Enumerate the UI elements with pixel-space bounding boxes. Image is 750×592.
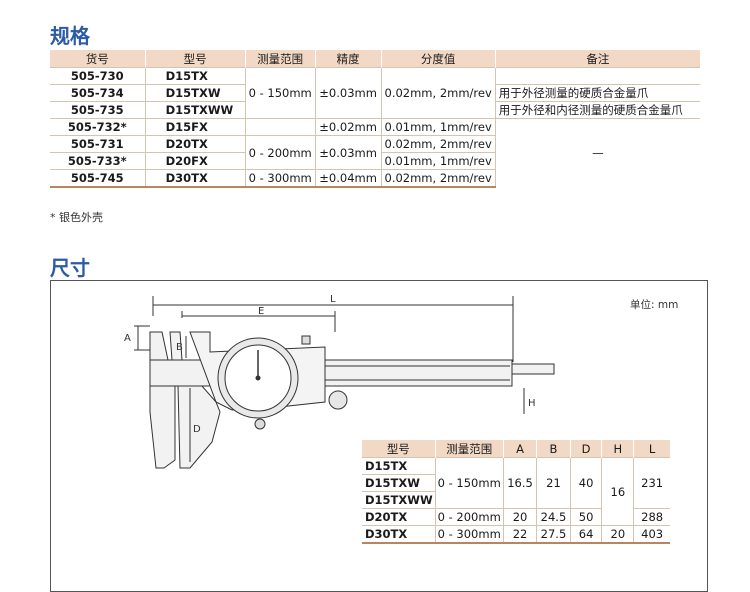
dim-range: 0 - 150mm bbox=[434, 457, 504, 509]
spec-header-row: 货号 型号 测量范围 精度 分度值 备注 bbox=[50, 50, 700, 68]
spec-accuracy: ±0.04mm bbox=[314, 169, 381, 188]
table-row: D20TX 0 - 200mm 20 24.5 50 288 bbox=[362, 508, 670, 526]
spec-range bbox=[244, 118, 316, 136]
table-row: D30TX 0 - 300mm 22 27.5 64 20 403 bbox=[362, 525, 670, 544]
table-row: D15TX 0 - 150mm 16.5 21 40 16 231 bbox=[362, 457, 670, 526]
dimension-section-title: 尺寸 bbox=[50, 256, 90, 280]
spec-header-accuracy: 精度 bbox=[314, 50, 381, 68]
dim-header-b: B bbox=[536, 440, 571, 458]
table-row: D15TXW bbox=[362, 474, 670, 492]
spec-accuracy: ±0.03mm bbox=[314, 135, 381, 170]
dim-label-h: H bbox=[528, 398, 536, 409]
table-row: 505-732* D15FX ±0.02mm 0.01mm, 1mm/rev — bbox=[50, 118, 700, 187]
spec-accuracy: ±0.02mm bbox=[314, 118, 381, 136]
spec-model: D30TX bbox=[144, 169, 246, 188]
spec-range: 0 - 150mm bbox=[244, 67, 316, 119]
spec-model: D20TX bbox=[144, 135, 246, 153]
dim-a: 16.5 bbox=[502, 457, 537, 509]
footnote: * 银色外壳 bbox=[50, 211, 103, 224]
dim-l: 288 bbox=[633, 508, 670, 526]
spec-graduation: 0.01mm, 1mm/rev bbox=[380, 152, 496, 170]
dim-model: D15TX bbox=[362, 457, 436, 475]
dim-label-e: E bbox=[258, 306, 264, 317]
unit-label: 单位: mm bbox=[630, 299, 679, 311]
dim-model: D30TX bbox=[362, 525, 436, 544]
dim-label-d: D bbox=[193, 424, 201, 435]
spec-model: D15FX bbox=[144, 118, 246, 136]
dim-b: 21 bbox=[536, 457, 571, 509]
dim-header-range: 测量范围 bbox=[434, 440, 504, 458]
dim-header-model: 型号 bbox=[362, 440, 436, 458]
caliper-drawing: L E A B D H bbox=[124, 294, 555, 469]
table-row: 505-731 D20TX 0 - 200mm ±0.03mm 0.02mm, … bbox=[50, 135, 700, 170]
spec-note-dash: — bbox=[494, 118, 700, 187]
spec-graduation: 0.01mm, 1mm/rev bbox=[380, 118, 496, 136]
spec-model: D15TX bbox=[144, 67, 246, 85]
spec-code: 505-734 bbox=[50, 84, 146, 102]
dim-h: 20 bbox=[601, 525, 634, 544]
dimension-table: 型号 测量范围 A B D H L D15TX 0 - 150mm 16.5 2… bbox=[362, 440, 670, 544]
dim-label-l: L bbox=[330, 294, 336, 305]
dim-d: 64 bbox=[569, 525, 602, 544]
dim-model: D20TX bbox=[362, 508, 436, 526]
spec-code: 505-745 bbox=[50, 169, 146, 188]
spec-header-model: 型号 bbox=[144, 50, 246, 68]
spec-model: D15TXWW bbox=[144, 101, 246, 119]
dim-l: 403 bbox=[633, 525, 670, 544]
table-row: 505-745 D30TX 0 - 300mm ±0.04mm 0.02mm, … bbox=[50, 169, 700, 188]
dim-label-b: B bbox=[176, 342, 183, 353]
dim-h: 16 bbox=[601, 457, 634, 526]
table-row: 505-735 D15TXWW 用于外径和内径测量的硬质合金量爪 bbox=[50, 101, 700, 119]
dim-header-h: H bbox=[601, 440, 634, 458]
dim-label-a: A bbox=[124, 333, 131, 344]
table-row: 505-734 D15TXW 用于外径测量的硬质合金量爪 bbox=[50, 84, 700, 102]
dim-a: 20 bbox=[502, 508, 537, 526]
spec-note bbox=[494, 67, 700, 85]
spec-accuracy: ±0.03mm bbox=[314, 67, 381, 119]
spec-header-code: 货号 bbox=[50, 50, 146, 68]
table-row: 505-730 D15TX 0 - 150mm ±0.03mm 0.02mm, … bbox=[50, 67, 700, 119]
spec-section-title: 规格 bbox=[50, 24, 90, 48]
spec-range: 0 - 200mm bbox=[244, 135, 316, 170]
spec-graduation: 0.02mm, 2mm/rev bbox=[380, 67, 496, 119]
spec-table: 货号 型号 测量范围 精度 分度值 备注 505-730 D15TX 0 - 1… bbox=[50, 50, 700, 188]
spec-code: 505-731 bbox=[50, 135, 146, 153]
dim-model: D15TXWW bbox=[362, 491, 436, 509]
table-row: D15TXWW bbox=[362, 491, 670, 509]
spec-model: D15TXW bbox=[144, 84, 246, 102]
spec-graduation: 0.02mm, 2mm/rev bbox=[380, 135, 496, 153]
dim-d: 40 bbox=[569, 457, 602, 509]
dim-a: 22 bbox=[502, 525, 537, 544]
dim-b: 27.5 bbox=[536, 525, 571, 544]
dim-d: 50 bbox=[569, 508, 602, 526]
dim-range: 0 - 300mm bbox=[434, 525, 504, 544]
spec-note: 用于外径测量的硬质合金量爪 bbox=[494, 84, 700, 102]
dim-model: D15TXW bbox=[362, 474, 436, 492]
spec-header-note: 备注 bbox=[494, 50, 700, 68]
spec-code: 505-733* bbox=[50, 152, 146, 170]
dim-l: 231 bbox=[633, 457, 670, 509]
dim-range: 0 - 200mm bbox=[434, 508, 504, 526]
spec-code: 505-735 bbox=[50, 101, 146, 119]
spec-code: 505-732* bbox=[50, 118, 146, 136]
spec-model: D20FX bbox=[144, 152, 246, 170]
spec-code: 505-730 bbox=[50, 67, 146, 85]
table-row: 505-733* D20FX 0.01mm, 1mm/rev bbox=[50, 152, 700, 170]
spec-header-graduation: 分度值 bbox=[380, 50, 496, 68]
spec-range: 0 - 300mm bbox=[244, 169, 316, 188]
dim-header-row: 型号 测量范围 A B D H L bbox=[362, 440, 670, 458]
spec-graduation: 0.02mm, 2mm/rev bbox=[380, 169, 496, 188]
dim-b: 24.5 bbox=[536, 508, 571, 526]
dim-header-a: A bbox=[502, 440, 537, 458]
spec-note: 用于外径和内径测量的硬质合金量爪 bbox=[494, 101, 700, 119]
dim-header-l: L bbox=[633, 440, 670, 458]
dim-header-d: D bbox=[569, 440, 602, 458]
spec-header-range: 测量范围 bbox=[244, 50, 316, 68]
